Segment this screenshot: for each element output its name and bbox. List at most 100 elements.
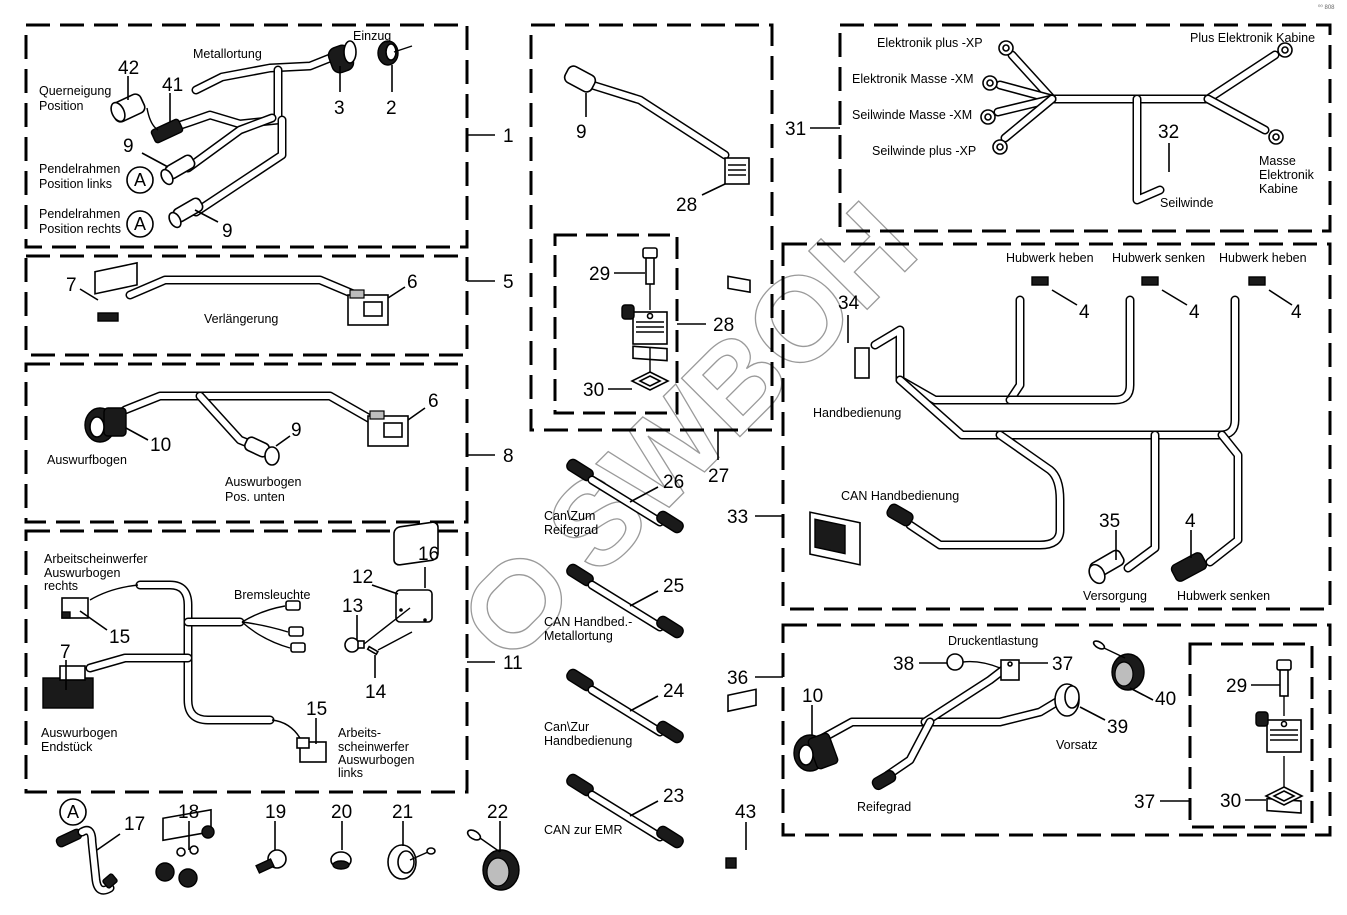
ref-10[interactable]: 10 (802, 686, 823, 707)
ref-22[interactable]: 22 (487, 802, 508, 823)
ref-3[interactable]: 3 (334, 98, 345, 119)
ref-28-detail[interactable]: 28 (713, 315, 734, 336)
ref-29[interactable]: 29 (589, 264, 610, 285)
svg-text:A: A (134, 214, 146, 234)
label-pendel-links-1: Pendelrahmen (39, 162, 120, 176)
ref-7[interactable]: 7 (60, 642, 71, 663)
connector-43 (725, 688, 757, 869)
ref-15-bottom[interactable]: 15 (306, 699, 327, 720)
group-36-vorsatz[interactable]: 36 (727, 623, 1332, 837)
ref-30[interactable]: 30 (583, 380, 604, 401)
ref-17[interactable]: 17 (124, 814, 145, 835)
ref-4-d[interactable]: 4 (1185, 511, 1196, 532)
connector-4-d (1170, 552, 1208, 582)
group-5-verlaengerung[interactable]: 5 7 6 Verlängerung (24, 254, 514, 357)
ref-39[interactable]: 39 (1107, 717, 1128, 738)
ref-25[interactable]: 25 (663, 576, 684, 597)
ref-20[interactable]: 20 (331, 802, 352, 823)
connector-4-c (1248, 276, 1266, 286)
group-31-stromversorgung[interactable]: 31 32 Elektronik plus -XP Elektronik Mas… (785, 0, 1332, 233)
label-querneigung-1: Querneigung (39, 84, 111, 98)
ref-1[interactable]: 1 (503, 126, 514, 147)
ref-9-right[interactable]: 9 (222, 221, 233, 242)
ref-10[interactable]: 10 (150, 435, 171, 456)
marker-a-links: A (126, 166, 154, 194)
ref-6[interactable]: 6 (428, 391, 439, 412)
label-einzug: Einzug (353, 29, 391, 43)
group-27-magnetventil[interactable]: 27 9 28 (529, 23, 774, 487)
ref-4-b[interactable]: 4 (1189, 302, 1200, 323)
ref-34[interactable]: 34 (838, 293, 860, 314)
screw-29 (1276, 659, 1292, 716)
ring-terminal-plus-kabine (1277, 42, 1293, 58)
label-heben-2: Hubwerk heben (1219, 251, 1307, 265)
group-33-hubwerk[interactable]: 33 34 (727, 0, 1332, 611)
marker-a-rechts: A (126, 210, 154, 238)
can-cable-25[interactable]: 25 CAN Handbed.- Metallortung (544, 562, 685, 643)
ref-19[interactable]: 19 (265, 802, 286, 823)
ref-24[interactable]: 24 (663, 681, 685, 702)
group-31-frame (838, 23, 1332, 233)
ref-36[interactable]: 36 (727, 668, 748, 689)
ref-35[interactable]: 35 (1099, 511, 1120, 532)
group-1-frame (24, 23, 469, 249)
t-connector-18 (155, 808, 215, 888)
ref-5[interactable]: 5 (503, 272, 514, 293)
label-aw-rechts-2: Auswurbogen (44, 566, 120, 580)
ref-26[interactable]: 26 (663, 472, 684, 493)
ref-41[interactable]: 41 (162, 75, 183, 96)
ref-12[interactable]: 12 (352, 567, 373, 588)
ref-6[interactable]: 6 (407, 272, 418, 293)
can-cables[interactable]: 26 Can\Zum Reifegrad 25 CAN Handbed.- Me… (544, 457, 685, 849)
group-8-auswurfbogen[interactable]: 8 10 9 6 Auswurfbogen Auswurbogen Pos. u… (24, 362, 514, 524)
can-cable-26[interactable]: 26 Can\Zum Reifegrad (544, 457, 685, 537)
flat-terminal (288, 626, 304, 637)
can-cable-24[interactable]: 24 Can\Zur Handbedienung (544, 667, 685, 748)
group-36-frame (781, 623, 1332, 837)
ref-4-a[interactable]: 4 (1079, 302, 1090, 323)
ref-42[interactable]: 42 (118, 58, 139, 79)
ref-21[interactable]: 21 (392, 802, 413, 823)
label-pendel-links-2: Position links (39, 177, 112, 191)
ref-37-detail[interactable]: 37 (1134, 792, 1155, 813)
ref-13[interactable]: 13 (342, 596, 363, 617)
label-aw-rechts-3: rechts (44, 579, 78, 593)
loose-parts[interactable]: A 17 18 19 20 (55, 688, 757, 895)
ref-40[interactable]: 40 (1155, 689, 1176, 710)
ref-27[interactable]: 27 (708, 466, 729, 487)
ref-37[interactable]: 37 (1052, 654, 1073, 675)
ref-8[interactable]: 8 (503, 446, 514, 467)
ring-terminal-sw-masse (980, 109, 996, 125)
cap-2 (377, 40, 413, 66)
svg-text:A: A (67, 802, 79, 822)
ref-2[interactable]: 2 (386, 98, 397, 119)
can-cable-23[interactable]: 23 CAN zur EMR (544, 772, 685, 849)
group-11-beleuchtung[interactable]: 11 (24, 521, 523, 794)
ref-4-c[interactable]: 4 (1291, 302, 1302, 323)
ref-23[interactable]: 23 (663, 786, 684, 807)
watermark-logo-inner (486, 574, 546, 634)
ref-14[interactable]: 14 (365, 682, 387, 703)
ref-32[interactable]: 32 (1158, 122, 1179, 143)
ref-43[interactable]: 43 (735, 802, 756, 823)
ref-16[interactable]: 16 (418, 544, 439, 565)
ref-11[interactable]: 11 (503, 653, 523, 674)
ref-38[interactable]: 38 (893, 654, 914, 675)
ref-30[interactable]: 30 (1220, 791, 1241, 812)
group-5-frame (24, 254, 469, 357)
ref-15-top[interactable]: 15 (109, 627, 130, 648)
ref-31[interactable]: 31 (785, 119, 806, 140)
label-bremsleuchte: Bremsleuchte (234, 588, 310, 602)
ref-28-top[interactable]: 28 (676, 195, 697, 216)
ref-33[interactable]: 33 (727, 507, 748, 528)
ref-9[interactable]: 9 (576, 122, 587, 143)
ref-7[interactable]: 7 (66, 275, 77, 296)
ref-9[interactable]: 9 (291, 420, 302, 441)
group-1-metallortung-harness[interactable]: 1 (24, 23, 514, 249)
label-can-26-1: Can\Zum (544, 509, 595, 523)
ref-9-left[interactable]: 9 (123, 136, 134, 157)
ref-18[interactable]: 18 (178, 802, 199, 823)
can-plug (886, 503, 914, 527)
ref-29[interactable]: 29 (1226, 676, 1247, 697)
